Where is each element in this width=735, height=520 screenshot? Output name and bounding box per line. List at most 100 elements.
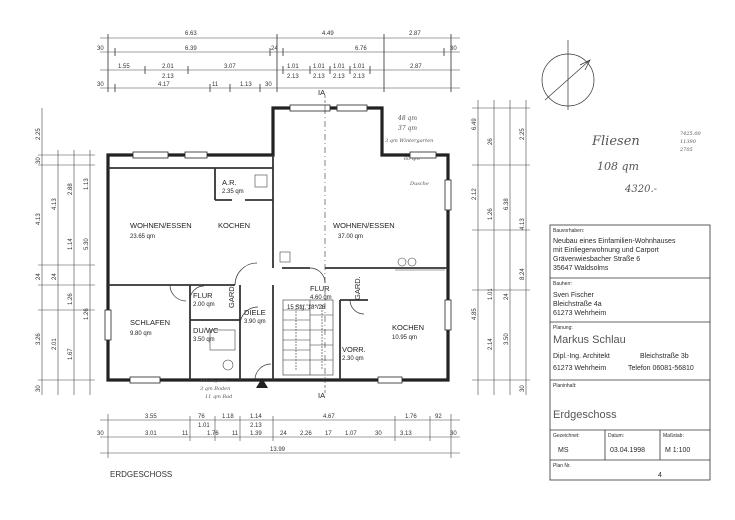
room-name: DU/WC xyxy=(193,326,219,335)
handwritten-note: 108 qm xyxy=(597,160,639,173)
dim-label: 1.01 xyxy=(488,288,494,300)
planer-street: Bleichstraße 3b xyxy=(640,353,689,360)
dim-label: 4.49 xyxy=(322,31,334,37)
dim-label: 1.76 xyxy=(405,414,417,420)
dim-label: 1.14 xyxy=(250,414,262,420)
room-area: 3.90 qm xyxy=(244,319,266,325)
dim-label: 11 xyxy=(232,431,239,437)
dim-label: 3.55 xyxy=(145,414,157,420)
left-dimension-chains xyxy=(38,108,95,395)
handwritten-note: 11 qm Bad xyxy=(205,394,232,400)
dim-label: 30 xyxy=(520,385,526,392)
room-name: SCHLAFEN xyxy=(130,318,170,327)
dim-label: 4.13 xyxy=(520,218,526,230)
dim-label: 3.13 xyxy=(400,431,412,437)
dim-label: 2.13 xyxy=(353,74,365,80)
planinhalt-label: Planinhalt: xyxy=(553,383,576,389)
bauvorhaben-line: 35647 Waldsolms xyxy=(553,265,609,272)
dim-label: 2.13 xyxy=(287,74,299,80)
planer-name: Markus Schlau xyxy=(553,334,626,346)
gezeichnet-value: MS xyxy=(558,447,569,454)
dim-label: 30 xyxy=(97,431,104,437)
kitchen-fixtures xyxy=(209,174,445,371)
dim-label: 2.01 xyxy=(52,338,58,350)
room-area: 9.80 qm xyxy=(130,331,152,337)
right-dimension-labels: 6.49 2.12 4.85 26 1.26 1.01 2.14 6.38 24… xyxy=(472,118,526,392)
dim-label: 2.25 xyxy=(36,128,42,140)
dim-label: 4.67 xyxy=(323,414,335,420)
handwritten-note: 37 qm xyxy=(398,125,417,132)
dim-label: 1.13 xyxy=(84,178,90,190)
bauherr-line: 61273 Wehrheim xyxy=(553,310,606,317)
dim-label: 1.07 xyxy=(345,431,357,437)
room-name: GARD. xyxy=(227,284,236,308)
dim-label: 3.26 xyxy=(36,333,42,345)
stair-label: 15 Stg. 18⁵/26 xyxy=(287,304,326,311)
dim-label: 1.01 xyxy=(287,64,299,70)
handwritten-note: Dusche xyxy=(409,181,429,187)
dim-label: 3.07 xyxy=(224,64,236,70)
room-area: 2.30 qm xyxy=(342,356,364,362)
datum-label: Datum: xyxy=(608,433,624,439)
handwritten-note: 4320.- xyxy=(624,184,658,195)
massstab-value: M 1:100 xyxy=(665,447,690,454)
dim-label: 24 xyxy=(280,431,287,437)
room-area: 3.50 qm xyxy=(193,337,215,343)
windows xyxy=(104,104,452,384)
exterior-walls xyxy=(106,106,450,382)
dim-label-total: 13.99 xyxy=(270,447,286,453)
room-name: WOHNEN/ESSEN xyxy=(130,221,192,230)
dim-label: 24 xyxy=(36,273,42,280)
planer-title: Dipl.-Ing. Architekt xyxy=(553,353,610,360)
bauherr-line: Sven Fischer xyxy=(553,292,595,299)
planer-city: 61273 Wehrheim xyxy=(553,365,606,372)
top-dimension-chains xyxy=(100,34,460,92)
planinhalt-value: Erdgeschoss xyxy=(553,409,617,421)
dim-label: 1.39 xyxy=(250,431,262,437)
top-dimension-row-2: 30 6.39 24 6.76 30 xyxy=(97,46,457,52)
dim-label: 30 xyxy=(97,82,104,88)
bauvorhaben-line: Grävenwiesbacher Straße 6 xyxy=(553,256,640,263)
dim-label: 6.76 xyxy=(355,46,367,52)
dim-label: 1.76 xyxy=(207,431,219,437)
room-name: GARD. xyxy=(353,276,362,300)
dim-label: 76 xyxy=(198,414,205,420)
bauvorhaben-line: mit Einliegerwohnung und Carport xyxy=(553,247,659,254)
dim-label: 4.85 xyxy=(472,308,478,320)
top-dimension-row-1: 6.63 4.49 2.87 xyxy=(185,31,421,37)
bottom-dimension-row-2: 30 3.01 11 1.76 11 1.39 24 2.26 17 1.07 … xyxy=(97,431,457,453)
dim-label: 2.12 xyxy=(472,188,478,200)
room-name: A.R. xyxy=(222,178,237,187)
dim-label: 1.67 xyxy=(68,348,74,360)
dim-label: 1.14 xyxy=(68,238,74,250)
dim-label: 8.24 xyxy=(520,268,526,280)
entrance-arrow-icon xyxy=(256,378,268,388)
north-arrow-icon xyxy=(541,40,595,110)
door-swings xyxy=(169,262,365,381)
plan-nr-value: 4 xyxy=(658,472,662,479)
dim-label: 1.26 xyxy=(488,208,494,220)
dim-label: 1.01 xyxy=(353,64,365,70)
dim-label: 6.63 xyxy=(185,31,197,37)
dim-label: 6.39 xyxy=(185,46,197,52)
dim-label: 30 xyxy=(36,385,42,392)
dim-label: 11 xyxy=(182,431,189,437)
dim-label: 2.13 xyxy=(162,74,174,80)
dim-label: 1.26 xyxy=(68,293,74,305)
dim-label: 2.14 xyxy=(488,338,494,350)
dim-label: 5.30 xyxy=(84,238,90,250)
planung-label: Planung: xyxy=(553,325,573,331)
left-dimension-labels: 2.25 30 4.13 24 3.26 30 4.13 24 2.01 2.8… xyxy=(36,128,90,392)
dim-label: 1.13 xyxy=(240,82,252,88)
handwritten-note: 60 qm xyxy=(404,156,420,162)
dim-label: 30 xyxy=(450,431,457,437)
bauvorhaben-line: Neubau eines Einfamilien-Wohnhauses xyxy=(553,238,676,245)
room-name: KOCHEN xyxy=(392,323,424,332)
dim-label: 11 xyxy=(212,82,219,88)
handwritten-note: Ablustsystem xyxy=(199,378,227,383)
dim-label: 3.01 xyxy=(145,431,157,437)
room-name: KOCHEN xyxy=(218,221,250,230)
dim-label: 1.18 xyxy=(222,414,234,420)
title-block-text: Bauvorhaben: Neubau eines Einfamilien-Wo… xyxy=(553,228,694,479)
